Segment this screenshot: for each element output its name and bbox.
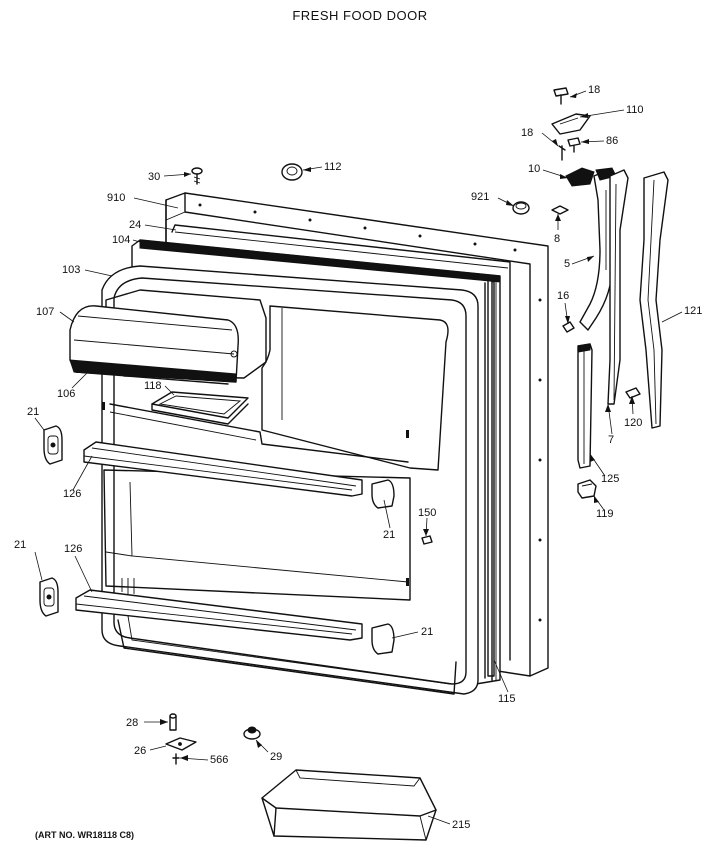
hinge-screw <box>558 145 566 161</box>
shelf-end-cap <box>371 479 395 509</box>
dairy-door <box>69 305 239 383</box>
callout-28: 28 <box>126 717 138 729</box>
grommet-29 <box>243 726 261 740</box>
callout-115: 115 <box>498 693 516 705</box>
callout-21: 21 <box>421 626 433 638</box>
callout-29: 29 <box>270 751 282 763</box>
callout-107: 107 <box>36 306 54 318</box>
handle-end-cap <box>577 479 597 499</box>
callout-150: 150 <box>418 507 436 519</box>
dairy-hinge <box>75 371 229 385</box>
callout-21: 21 <box>27 406 39 418</box>
callout-8: 8 <box>554 233 560 245</box>
mounting-clip <box>551 205 569 215</box>
leader-arrowheads <box>160 93 635 761</box>
callout-86: 86 <box>606 135 618 147</box>
hinge-cover <box>551 113 591 135</box>
lower-shelf-bar <box>75 589 363 641</box>
diagram-title: FRESH FOOD DOOR <box>292 8 428 23</box>
plug-112 <box>281 163 303 181</box>
art-number: (ART NO. WR18118 C8) <box>35 830 135 840</box>
door-dike <box>171 224 511 661</box>
hinge-screw <box>553 87 569 105</box>
handle-trim <box>607 169 629 405</box>
handle-insert <box>577 343 593 469</box>
screw-150 <box>421 535 433 545</box>
callout-112: 112 <box>324 161 342 173</box>
screw-566 <box>172 753 180 765</box>
callout-110: 110 <box>626 104 644 116</box>
callout-910: 910 <box>107 192 125 204</box>
callout-7: 7 <box>608 434 614 446</box>
callout-126: 126 <box>64 543 82 555</box>
callout-5: 5 <box>564 258 570 270</box>
callout-18: 18 <box>521 127 533 139</box>
screw-120 <box>625 387 641 399</box>
callout-921: 921 <box>471 191 489 203</box>
callout-104: 104 <box>112 234 130 246</box>
leader-lines <box>34 90 683 825</box>
shelf-end-cap <box>39 577 59 617</box>
shelf-end-cap <box>371 623 395 655</box>
pin-28 <box>169 713 177 731</box>
hinge-screw <box>567 137 581 153</box>
callout-18: 18 <box>588 84 600 96</box>
bracket-26 <box>165 737 197 751</box>
callout-10: 10 <box>528 163 540 175</box>
callout-125: 125 <box>601 473 619 485</box>
callout-21: 21 <box>383 529 395 541</box>
handle-trim-strip <box>639 171 669 429</box>
callout-121: 121 <box>684 305 702 317</box>
plug-921 <box>512 201 530 215</box>
callout-26: 26 <box>134 745 146 757</box>
callout-119: 119 <box>596 508 614 520</box>
callout-120: 120 <box>624 417 642 429</box>
callout-118: 118 <box>144 380 162 392</box>
callout-215: 215 <box>452 819 470 831</box>
screw-16 <box>562 321 575 333</box>
callout-30: 30 <box>148 171 160 183</box>
screw-30 <box>191 167 203 185</box>
callout-16: 16 <box>557 290 569 302</box>
callout-566: 566 <box>210 754 228 766</box>
callout-126: 126 <box>63 488 81 500</box>
door-bin <box>261 769 437 841</box>
callout-21: 21 <box>14 539 26 551</box>
hinge-bracket <box>565 167 595 187</box>
callout-103: 103 <box>62 264 80 276</box>
breaker-strip <box>487 279 495 677</box>
callout-labels: 18 110 18 86 30 112 10 910 921 24 104 8 … <box>14 84 702 831</box>
upper-shelf-bar <box>83 441 363 497</box>
callout-24: 24 <box>129 219 141 231</box>
butter-tray <box>151 391 249 425</box>
callout-106: 106 <box>57 388 75 400</box>
shelf-end-cap <box>43 425 63 465</box>
